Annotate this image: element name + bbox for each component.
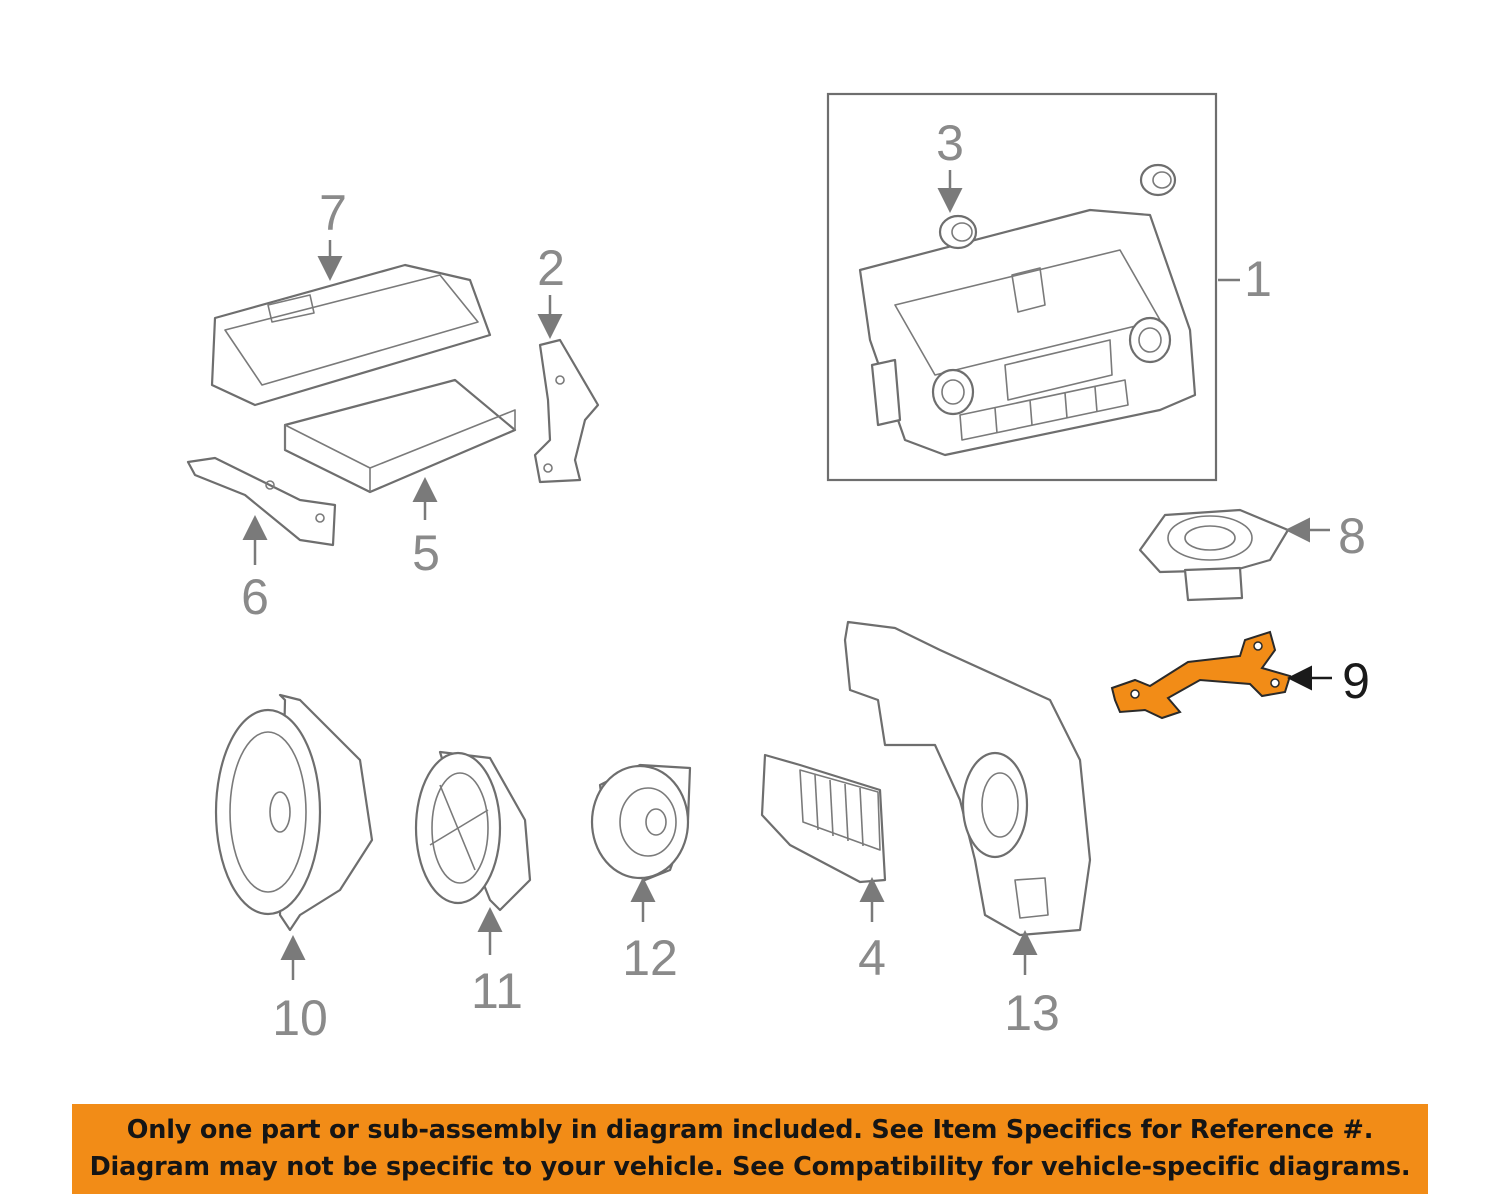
callout-4-label: 4 bbox=[858, 930, 886, 986]
callout-1-label: 1 bbox=[1244, 251, 1272, 307]
callout-6-label: 6 bbox=[241, 569, 269, 625]
parts-diagram: 3 1 7 2 5 6 8 9 10 11 12 4 13 bbox=[186, 92, 1370, 1046]
part-7-amplifier-cover bbox=[210, 263, 492, 407]
callout-10-label: 10 bbox=[272, 990, 328, 1046]
part-3-knob bbox=[938, 163, 1177, 250]
callout-7-label: 7 bbox=[319, 185, 347, 241]
callout-2-label: 2 bbox=[537, 240, 565, 296]
disclaimer-line-2: Diagram may not be specific to your vehi… bbox=[89, 1152, 1411, 1182]
part-11-speaker bbox=[414, 750, 532, 912]
callout-11-label: 11 bbox=[471, 963, 523, 1019]
part-8-speaker bbox=[1138, 508, 1290, 602]
part-10-speaker bbox=[214, 693, 374, 932]
disclaimer-line-1: Only one part or sub-assembly in diagram… bbox=[126, 1115, 1374, 1145]
callout-3-label: 3 bbox=[936, 115, 964, 171]
callout-8-label: 8 bbox=[1338, 508, 1366, 564]
callout-5-label: 5 bbox=[412, 525, 440, 581]
disclaimer-banner: Only one part or sub-assembly in diagram… bbox=[72, 1104, 1428, 1194]
part-2-bracket bbox=[533, 338, 600, 484]
part-6-bracket bbox=[186, 456, 337, 547]
part-1-radio-assembly bbox=[826, 92, 1218, 482]
part-5-amplifier bbox=[283, 378, 517, 494]
callout-9-label: 9 bbox=[1342, 653, 1370, 709]
part-13-enclosure bbox=[843, 620, 1092, 937]
part-12-speaker bbox=[590, 763, 692, 882]
part-4-module bbox=[760, 753, 887, 884]
callout-13-label: 13 bbox=[1004, 985, 1060, 1041]
part-9-bracket-highlighted bbox=[1110, 630, 1292, 720]
callout-12-label: 12 bbox=[622, 930, 678, 986]
